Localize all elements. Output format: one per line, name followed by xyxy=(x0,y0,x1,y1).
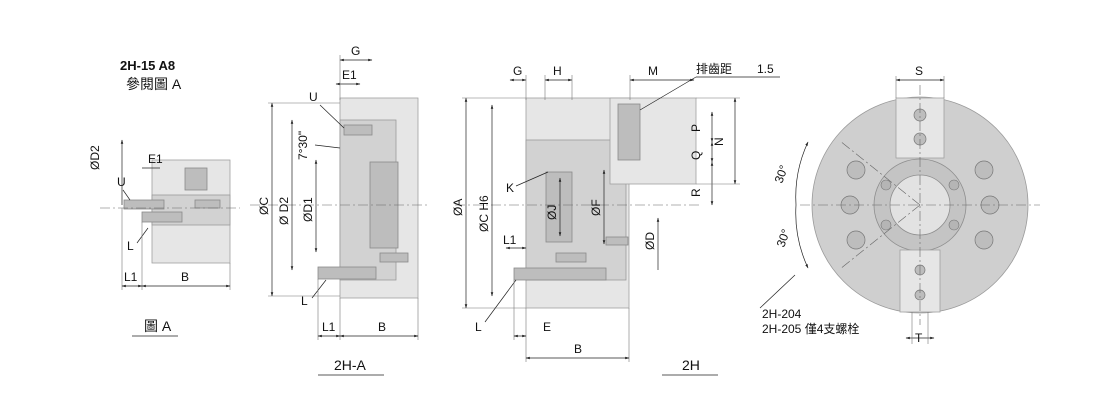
label-m: M xyxy=(648,64,658,78)
leader-u xyxy=(319,104,345,129)
bolt-lower xyxy=(141,211,183,223)
label-angle: 7°30" xyxy=(296,131,310,160)
label-angle-left: 30° xyxy=(774,227,793,249)
label-c: ØC xyxy=(257,197,271,215)
bolt-u xyxy=(123,199,165,210)
angle-line xyxy=(839,204,921,270)
leader-l xyxy=(311,279,327,299)
label-j: ØJ xyxy=(545,205,559,220)
label-d1: ØD1 xyxy=(301,197,315,222)
mounting-hole xyxy=(846,230,866,250)
label-s: S xyxy=(915,64,923,78)
lower-bolt xyxy=(379,252,409,263)
label-pitch-value: 1.5 xyxy=(757,62,774,76)
label-l1: L1 xyxy=(124,270,138,284)
label-a: ØA xyxy=(451,199,465,216)
note-leader xyxy=(759,274,796,309)
label-e1: E1 xyxy=(148,152,163,166)
label-f: ØF xyxy=(589,199,603,216)
label-e: E xyxy=(543,320,551,334)
label-n: N xyxy=(712,137,726,146)
figure-2h-caption: 2H xyxy=(682,357,700,373)
label-b: B xyxy=(574,342,582,356)
label-d: ØD xyxy=(643,232,657,250)
angle-line xyxy=(314,144,341,149)
label-t: T xyxy=(915,331,923,345)
inner-hole xyxy=(948,219,960,231)
inner-part xyxy=(184,167,208,191)
mounting-bolt xyxy=(317,266,377,280)
bolt-u xyxy=(343,124,373,136)
label-u: U xyxy=(117,175,126,189)
figure-2h-a: G E1 U 7°30" ØC Ø D2 ØD1 L L1 B 2H-A xyxy=(250,44,430,376)
inner-hole xyxy=(948,179,960,191)
note-line-2: 2H-205 僅4支螺栓 xyxy=(762,321,859,336)
label-q: Q xyxy=(689,151,703,160)
leader-l xyxy=(484,279,517,323)
figure-a: 2H-15 A8 參閱圖 A ØD2 E1 U L L1 B 圖 A xyxy=(88,58,240,337)
label-h: H xyxy=(553,64,562,78)
inner-hole xyxy=(880,179,892,191)
leader-k xyxy=(515,171,549,187)
label-angle-top: 30° xyxy=(772,163,791,185)
model-title: 2H-15 A8 xyxy=(120,58,175,73)
label-b: B xyxy=(378,320,386,334)
pitch-leader xyxy=(639,76,697,111)
lower-bolt xyxy=(555,252,587,263)
label-r: R xyxy=(689,188,703,197)
label-l1: L1 xyxy=(322,320,336,334)
label-c: ØC H6 xyxy=(477,195,491,232)
label-d2: ØD2 xyxy=(88,145,102,170)
label-g: G xyxy=(513,64,522,78)
label-u: U xyxy=(309,90,318,104)
mounting-hole xyxy=(846,160,866,180)
front-view: S 30° 30° 2H-204 2H-205 僅4支螺栓 T xyxy=(759,64,1040,345)
label-l: L xyxy=(127,239,134,253)
label-l: L xyxy=(475,320,482,334)
leader-l xyxy=(136,227,149,244)
label-l: L xyxy=(301,294,308,308)
figure-a-caption: 圖 A xyxy=(144,318,172,334)
label-p: P xyxy=(689,124,703,132)
label-e1: E1 xyxy=(342,68,357,82)
leader-u xyxy=(122,189,131,201)
angle-arc-bottom xyxy=(795,204,809,269)
angle-arc-top xyxy=(795,141,809,206)
label-l1: L1 xyxy=(503,233,517,247)
figure-2h: G H M 排齒距 1.5 P Q R N K ØA ØC H6 ØJ ØF xyxy=(451,62,780,376)
side-bolt xyxy=(605,236,629,246)
label-b: B xyxy=(181,270,189,284)
mounting-hole xyxy=(974,160,994,180)
angle-line xyxy=(839,140,921,206)
bolt-right xyxy=(194,199,221,209)
figure-2h-a-caption: 2H-A xyxy=(334,357,367,373)
note-line-1: 2H-204 xyxy=(762,307,802,321)
inner-hole xyxy=(880,219,892,231)
label-d2: Ø D2 xyxy=(277,197,291,225)
mounting-bolt xyxy=(513,267,607,281)
jaw-teeth xyxy=(617,103,641,161)
label-g: G xyxy=(351,44,360,58)
reference-note: 參閱圖 A xyxy=(126,76,182,92)
label-k: K xyxy=(506,181,514,195)
mounting-hole xyxy=(974,230,994,250)
label-pitch: 排齒距 xyxy=(696,62,732,76)
